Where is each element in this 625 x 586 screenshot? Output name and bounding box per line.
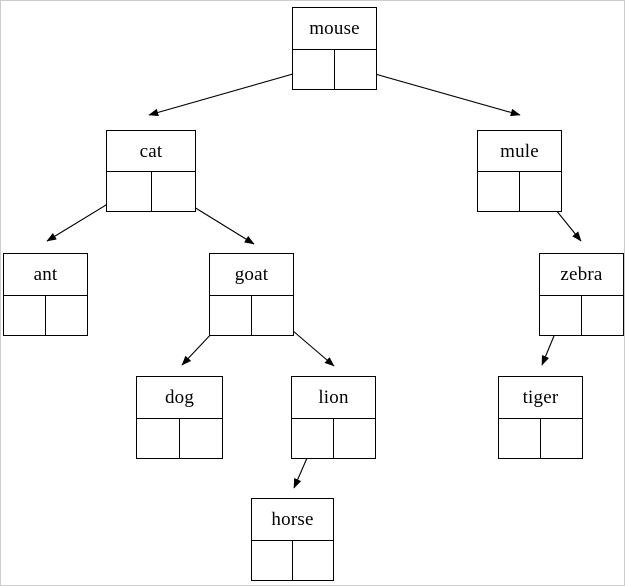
tree-node-cat[interactable]: cat bbox=[106, 130, 196, 212]
goat-right-child-pointer[interactable] bbox=[252, 296, 293, 336]
tree-node-pointer-row bbox=[478, 171, 561, 211]
tree-node-dog[interactable]: dog bbox=[136, 376, 223, 459]
mouse-right-child-pointer[interactable] bbox=[335, 50, 376, 90]
tree-node-lion[interactable]: lion bbox=[291, 376, 376, 459]
tree-node-label: cat bbox=[139, 140, 163, 162]
cat-right-child-pointer[interactable] bbox=[152, 172, 196, 211]
tree-node-label: goat bbox=[234, 263, 269, 285]
tiger-right-child-pointer[interactable] bbox=[541, 419, 582, 459]
dog-left-child-pointer[interactable] bbox=[137, 418, 180, 458]
tree-node-label: dog bbox=[164, 386, 195, 408]
tiger-left-child-pointer[interactable] bbox=[499, 418, 541, 458]
tree-node-label: ant bbox=[33, 263, 58, 285]
tree-node-pointer-row bbox=[293, 48, 376, 90]
tree-node-ant[interactable]: ant bbox=[3, 253, 88, 336]
tree-node-label: tiger bbox=[522, 386, 559, 408]
lion-left-child-pointer[interactable] bbox=[292, 418, 334, 458]
tree-node-goat[interactable]: goat bbox=[209, 253, 294, 336]
tree-node-mouse[interactable]: mouse bbox=[292, 7, 377, 90]
mule-right-child-pointer[interactable] bbox=[520, 172, 561, 211]
tree-node-label: zebra bbox=[560, 263, 603, 285]
tree-node-pointer-row bbox=[4, 294, 87, 336]
tree-node-pointer-row bbox=[292, 417, 375, 459]
tree-node-mule[interactable]: mule bbox=[477, 130, 562, 212]
tree-node-pointer-row bbox=[210, 294, 293, 336]
tree-node-label: mule bbox=[500, 140, 539, 162]
tree-node-label: mouse bbox=[309, 17, 360, 39]
dog-right-child-pointer[interactable] bbox=[180, 419, 222, 459]
horse-right-child-pointer[interactable] bbox=[293, 541, 333, 581]
edge-mouse-to-cat bbox=[148, 67, 315, 117]
tree-node-horse[interactable]: horse bbox=[251, 498, 334, 581]
zebra-left-child-pointer[interactable] bbox=[540, 295, 582, 335]
ant-right-child-pointer[interactable] bbox=[46, 296, 87, 336]
tree-node-pointer-row bbox=[252, 539, 333, 581]
tree-node-zebra[interactable]: zebra bbox=[539, 253, 624, 336]
zebra-right-child-pointer[interactable] bbox=[582, 296, 623, 336]
tree-node-pointer-row bbox=[137, 417, 222, 459]
edge-mouse-to-mule bbox=[353, 67, 521, 117]
horse-left-child-pointer[interactable] bbox=[252, 540, 293, 580]
cat-left-child-pointer[interactable] bbox=[107, 172, 152, 211]
tree-node-label: horse bbox=[271, 508, 314, 530]
tree-node-tiger[interactable]: tiger bbox=[498, 376, 583, 459]
lion-right-child-pointer[interactable] bbox=[334, 419, 375, 459]
tree-node-pointer-row bbox=[107, 171, 195, 211]
tree-node-label: lion bbox=[318, 386, 349, 408]
tree-node-pointer-row bbox=[540, 294, 623, 336]
tree-node-pointer-row bbox=[499, 417, 582, 459]
mouse-left-child-pointer[interactable] bbox=[293, 49, 335, 89]
goat-left-child-pointer[interactable] bbox=[210, 295, 252, 335]
mule-left-child-pointer[interactable] bbox=[478, 172, 520, 211]
ant-left-child-pointer[interactable] bbox=[4, 295, 46, 335]
